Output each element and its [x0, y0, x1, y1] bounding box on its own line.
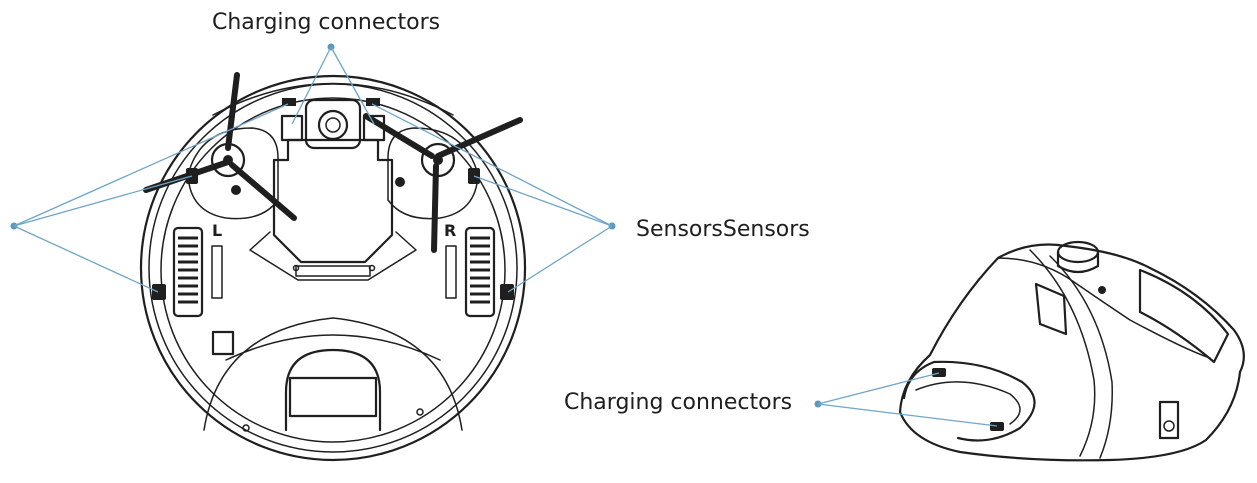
dock-knob-top	[1056, 240, 1100, 264]
power-switch	[211, 330, 235, 356]
front-bumper-band	[212, 82, 454, 116]
front-sensor-left	[282, 98, 296, 106]
charging-dock	[898, 240, 1245, 462]
callout-lines	[10, 43, 998, 427]
dock-knob	[1056, 250, 1100, 274]
dock-face-curve	[1029, 249, 1096, 457]
dock-face-curve-2	[1049, 255, 1113, 459]
label-charging-connectors-top: Charging connectors	[212, 10, 441, 35]
dock-side-panel	[1138, 268, 1230, 364]
dock-power-port	[1158, 400, 1180, 440]
left-drive-wheel	[172, 226, 223, 318]
dock-body	[898, 243, 1245, 462]
dock-contact-lower	[990, 422, 1004, 431]
center-slot	[295, 265, 371, 277]
left-side-brush	[143, 72, 297, 221]
front-sensor-right	[366, 98, 380, 106]
robot-bumper-ring	[160, 97, 506, 443]
right-side-brush	[363, 113, 523, 253]
charging-contact-left	[280, 114, 304, 142]
dustbin-arc	[203, 317, 463, 431]
marking-left: L	[212, 221, 222, 240]
center-compartment-outline	[249, 231, 417, 281]
lower-sensor-right	[500, 284, 514, 300]
dock-contact-upper	[932, 368, 946, 377]
bottom-hole-left	[242, 424, 250, 432]
label-charging-connectors-dock: Charging connectors	[564, 390, 793, 415]
screw-left	[231, 185, 241, 195]
dock-top-edge	[997, 257, 1211, 359]
robot-underside: L R	[139, 72, 527, 462]
dock-front-cutout	[902, 360, 1036, 442]
center-compartment	[272, 138, 394, 264]
screw-right	[395, 177, 405, 187]
dustbin-door	[288, 376, 378, 418]
marking-right: R	[444, 221, 456, 240]
bottom-hole-right	[416, 408, 424, 416]
lower-sensor-left	[152, 284, 166, 300]
right-drive-wheel	[445, 226, 496, 318]
dustbin-outline	[284, 348, 382, 432]
dock-indicator	[1098, 286, 1106, 294]
dock-inner-cutout	[915, 381, 1021, 425]
dustbin-inner-arc	[225, 334, 441, 361]
robot-outer-rim	[139, 74, 527, 462]
front-caster-wheel	[304, 98, 362, 150]
dock-window	[1034, 282, 1068, 336]
right-brush-housing	[387, 127, 479, 220]
label-sensors: SensorsSensors	[636, 217, 810, 242]
